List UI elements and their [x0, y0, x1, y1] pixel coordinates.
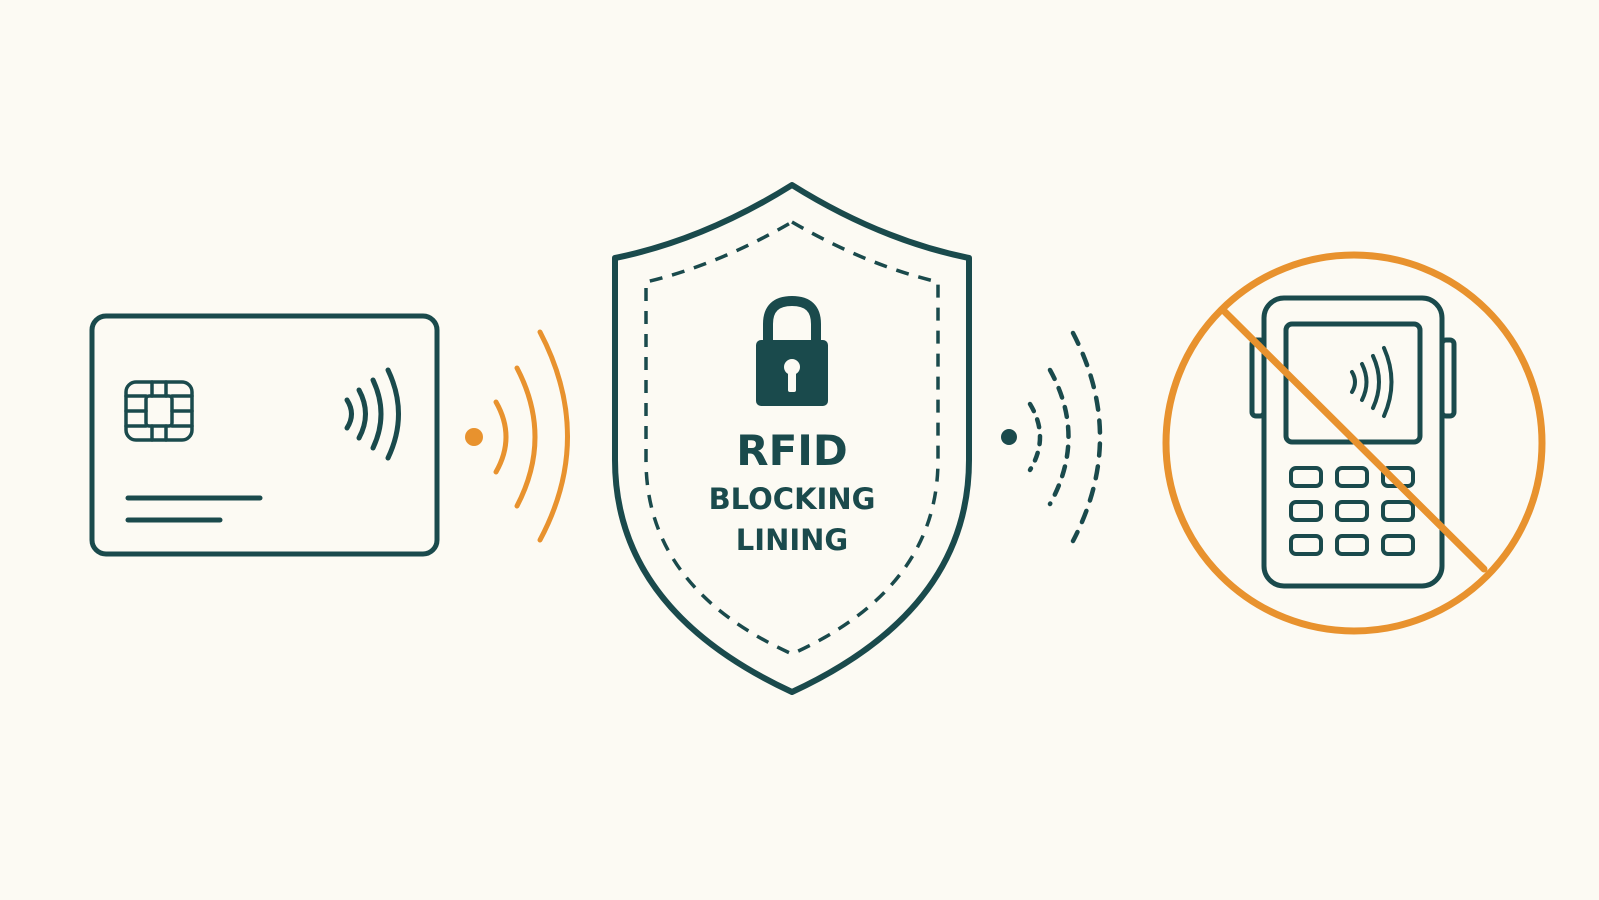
padlock-icon	[756, 295, 828, 406]
shield-title: RFID	[736, 426, 848, 475]
shield-subtitle-line2: LINING	[736, 523, 848, 557]
prohibited-slash	[1221, 308, 1488, 573]
card-outline	[89, 313, 440, 557]
shield-outline	[612, 182, 972, 695]
blocked-signal-dot	[1001, 429, 1017, 445]
prohibited-circle	[1162, 251, 1546, 635]
reader-side-grip-right	[1439, 337, 1457, 419]
shield-icon: RFID BLOCKING LINING	[612, 182, 972, 695]
contactless-icon	[344, 367, 401, 461]
reader-keypad	[1289, 466, 1415, 556]
reader-contactless-icon	[1350, 346, 1394, 418]
contactless-card-icon	[89, 313, 440, 557]
signal-waves-icon	[465, 329, 570, 543]
reader-body	[1261, 295, 1445, 589]
prohibited-icon	[1162, 251, 1546, 635]
signal-source-dot	[465, 428, 483, 446]
blocked-signal-waves-icon	[1001, 330, 1103, 544]
card-reader-icon	[1249, 295, 1457, 589]
shield-subtitle-line1: BLOCKING	[709, 482, 876, 516]
chip-icon	[124, 380, 194, 442]
